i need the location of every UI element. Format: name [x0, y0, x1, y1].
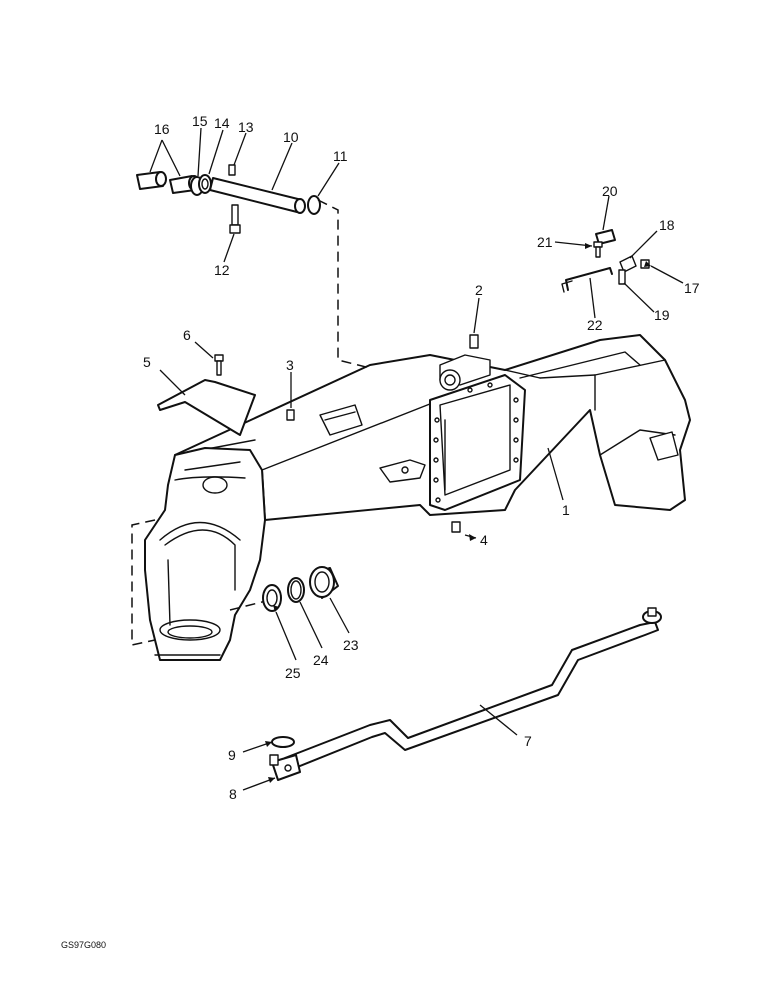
callout-3: 3 [286, 357, 294, 373]
callout-17: 17 [684, 280, 700, 296]
callout-22: 22 [587, 317, 603, 333]
callout-4: 4 [480, 532, 488, 548]
callout-13: 13 [238, 119, 254, 135]
callout-7: 7 [524, 733, 532, 749]
callout-9: 9 [228, 747, 236, 763]
arrowheads [265, 243, 651, 783]
callout-8: 8 [229, 786, 237, 802]
part-6-bolt [214, 354, 224, 376]
callout-5: 5 [143, 354, 151, 370]
callout-labels: 1 2 3 4 5 6 7 8 9 10 11 12 13 14 15 16 1… [61, 113, 700, 950]
axle-beam [144, 334, 691, 661]
bearing-parts [262, 566, 339, 612]
callout-18: 18 [659, 217, 675, 233]
sensor-bracket-parts [561, 229, 650, 293]
callout-16: 16 [154, 121, 170, 137]
callout-2: 2 [475, 282, 483, 298]
pivot-pin-assembly [136, 164, 321, 234]
callout-12: 12 [214, 262, 230, 278]
callout-23: 23 [343, 637, 359, 653]
part-5-plate [157, 379, 256, 436]
tie-rod-assembly [269, 607, 662, 781]
callout-25: 25 [285, 665, 301, 681]
part-2-fitting [469, 334, 479, 349]
callout-21: 21 [537, 234, 553, 250]
callout-11: 11 [333, 148, 348, 164]
figure-code: GS97G080 [61, 940, 106, 950]
part-3-fitting [286, 409, 295, 421]
callout-19: 19 [654, 307, 670, 323]
callout-10: 10 [283, 129, 299, 145]
callout-20: 20 [602, 183, 618, 199]
flange-bolts [433, 382, 519, 503]
callout-1: 1 [562, 502, 570, 518]
callout-24: 24 [313, 652, 329, 668]
part-4-fitting [451, 521, 461, 533]
callout-15: 15 [192, 113, 208, 129]
callout-14: 14 [214, 115, 230, 131]
callout-6: 6 [183, 327, 191, 343]
